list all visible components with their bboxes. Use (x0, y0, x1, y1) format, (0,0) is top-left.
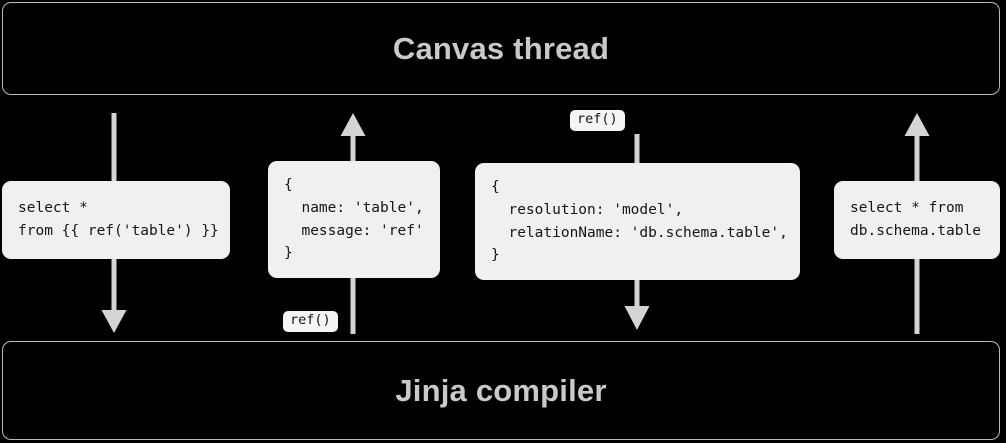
card-sql-input: select * from {{ ref('table') }} (2, 181, 230, 259)
canvas-thread-label: Canvas thread (392, 31, 610, 66)
card-ref-resolution-code: { resolution: 'model', relationName: 'db… (491, 178, 788, 264)
card-sql-input-code: select * from {{ ref('table') }} (18, 200, 219, 239)
jinja-compiler-banner: Jinja compiler (2, 341, 1000, 440)
card-ref-message-code: { name: 'table', message: 'ref' } (284, 176, 424, 262)
card-sql-output-code: select * from db.schema.table (850, 200, 981, 239)
card-sql-output: select * from db.schema.table (834, 181, 1000, 259)
ref-call-label-top: ref() (570, 110, 625, 131)
card-ref-message: { name: 'table', message: 'ref' } (268, 161, 440, 278)
canvas-thread-banner: Canvas thread (2, 2, 1000, 95)
jinja-compiler-label: Jinja compiler (395, 373, 607, 408)
card-ref-resolution: { resolution: 'model', relationName: 'db… (475, 163, 800, 280)
ref-call-label-bottom: ref() (283, 311, 338, 332)
